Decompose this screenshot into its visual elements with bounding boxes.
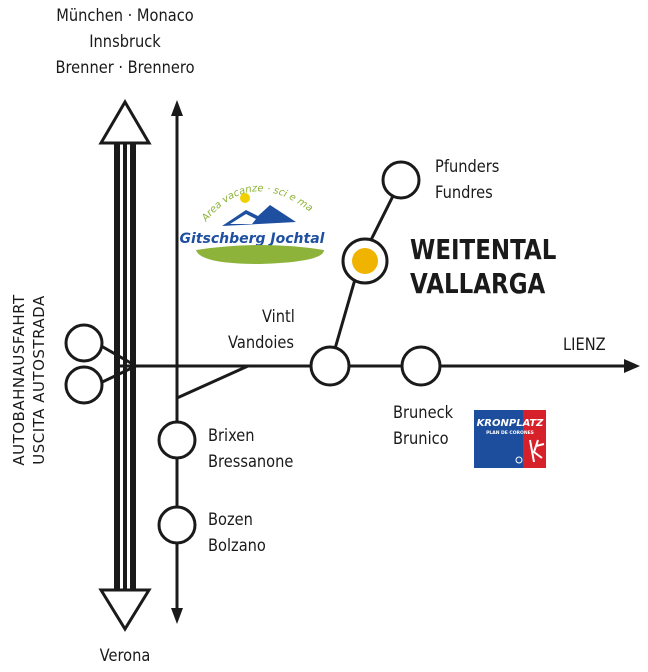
label-lienz: LIENZ	[563, 335, 606, 355]
kronplatz-name: KRONPLATZ	[477, 418, 545, 429]
kronplatz-logo: KRONPLATZ PLAN DE CORONES	[474, 410, 546, 468]
vintl-marker	[309, 345, 351, 387]
road-north-arrow	[171, 100, 183, 116]
exit-circle-north	[64, 323, 104, 363]
east-arrow	[624, 359, 640, 373]
label-bressanone: Bressanone	[208, 452, 294, 472]
weitental-dot	[352, 248, 378, 274]
label-vintl: Vintl	[262, 307, 295, 327]
south-label-verona: Verona	[99, 646, 151, 666]
label-brunico: Brunico	[393, 429, 449, 449]
motorway-north-arrow	[98, 99, 152, 145]
label-brixen: Brixen	[208, 426, 255, 446]
north-label-munich: München · Monaco	[56, 6, 194, 26]
kronplatz-sub: PLAN DE CORONES	[486, 430, 534, 436]
label-vandoies: Vandoies	[228, 333, 294, 353]
pfunders-marker	[381, 160, 421, 200]
label-fundres: Fundres	[435, 183, 493, 203]
deer-icon	[529, 439, 545, 463]
bozen-marker	[157, 505, 197, 545]
destination-weitental: WEITENTAL	[410, 233, 557, 266]
label-pfunders: Pfunders	[435, 157, 500, 177]
highway-exit-de: AUTOBAHNAUSFAHRT	[10, 294, 28, 466]
destination-vallarga: VALLARGA	[410, 267, 546, 300]
label-bozen: Bozen	[208, 510, 253, 530]
gitschberg-name: Gitschberg Jochtal	[180, 231, 325, 247]
label-bruneck: Bruneck	[393, 403, 454, 423]
road-south-arrow	[171, 608, 183, 624]
label-bolzano: Bolzano	[208, 536, 266, 556]
motorway-south-arrow	[98, 588, 152, 632]
north-label-innsbruck: Innsbruck	[89, 32, 161, 52]
highway-exit-label: AUTOBAHNAUSFAHRT USCITA AUTOSTRADA	[2, 294, 56, 465]
north-label-brenner: Brenner · Brennero	[55, 58, 195, 78]
meadow-icon	[196, 245, 324, 264]
sun-icon	[240, 193, 250, 203]
bruneck-marker	[400, 345, 442, 387]
exit-circle-south	[64, 365, 104, 405]
highway-exit-it: USCITA AUTOSTRADA	[30, 295, 48, 465]
brixen-marker	[157, 420, 197, 460]
